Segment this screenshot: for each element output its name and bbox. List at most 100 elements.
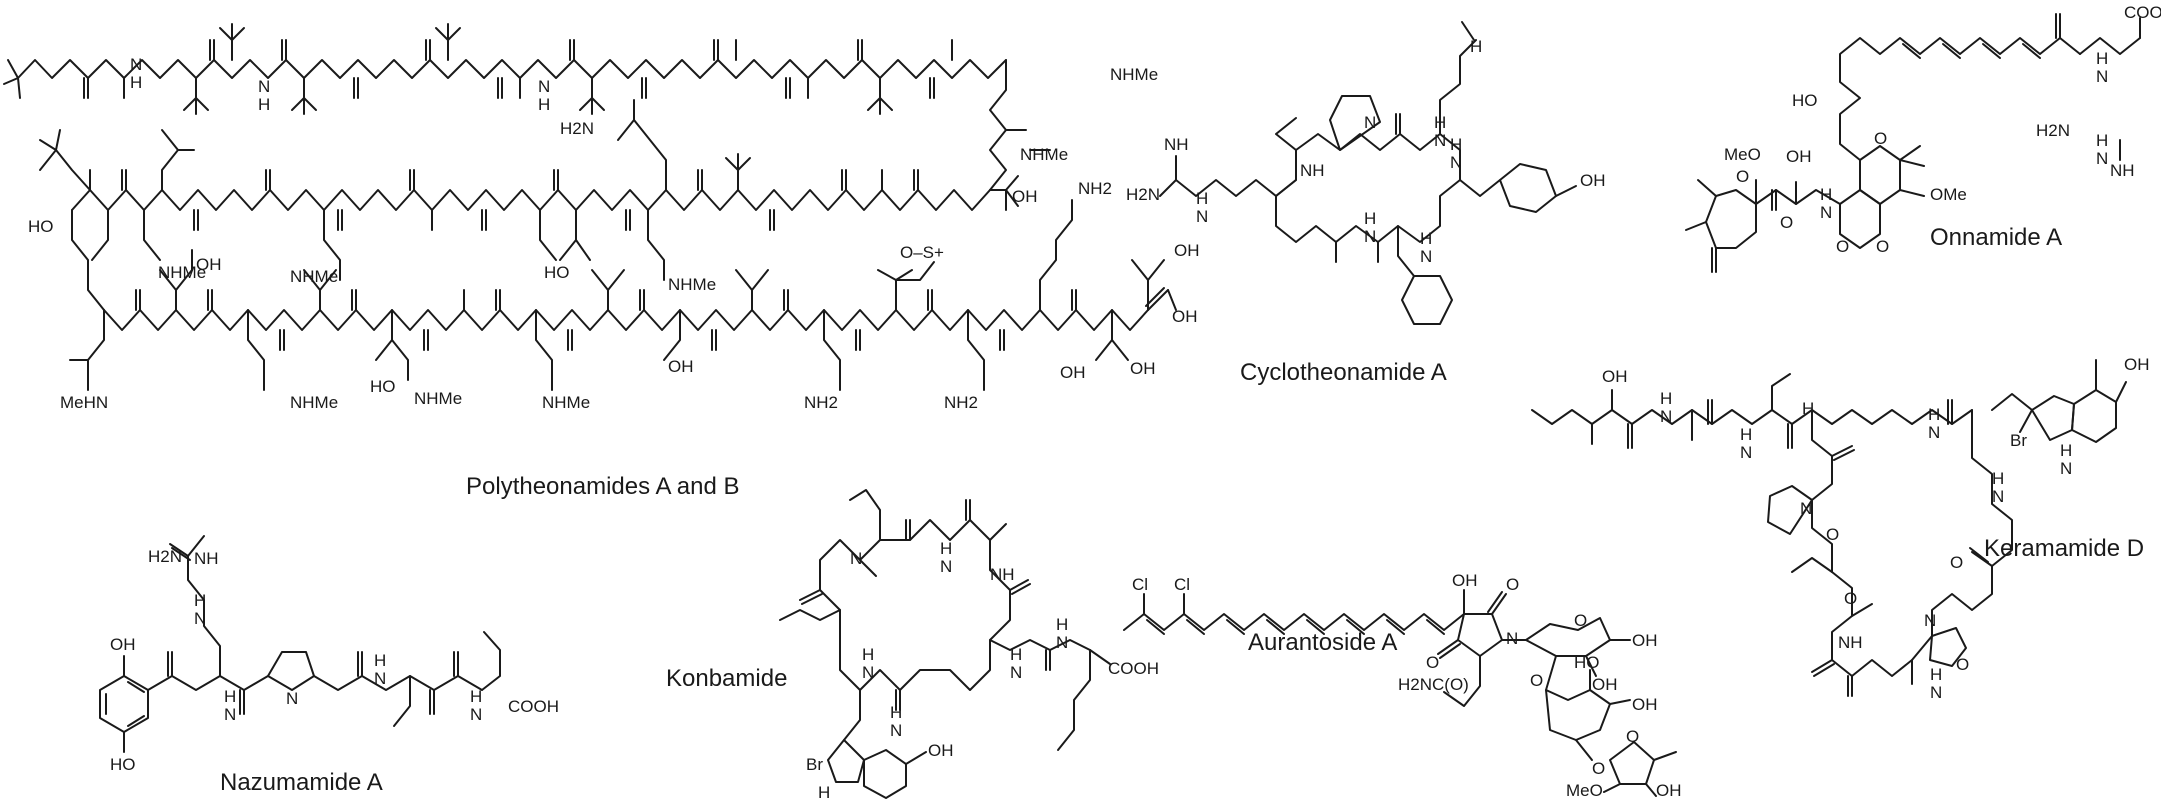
atom-label: HO: [1574, 653, 1600, 672]
atom-label: O: [1574, 611, 1587, 630]
atom-label: NH: [1300, 161, 1325, 180]
atom-label: Cl: [1132, 575, 1148, 594]
atom-label: O: [1530, 671, 1543, 690]
atom-label: NH2: [1078, 179, 1112, 198]
atom-label: HO: [370, 377, 396, 396]
atom-label: H2N: [560, 119, 594, 138]
atom-label: MeO: [1566, 781, 1603, 799]
atom-label: OH: [1174, 241, 1200, 260]
atom-label: O: [1836, 237, 1849, 256]
atom-label: OH: [1632, 695, 1658, 714]
atom-label: OH: [1656, 781, 1682, 799]
polytheonamide-structure: NH NH NH NHMe NHMe OH H2N HO NHMe OH NHM…: [3, 23, 1200, 500]
atom-label: NH: [2110, 161, 2135, 180]
compound-name-nazumamide: Nazumamide A: [220, 769, 383, 796]
atom-label: OH: [1130, 359, 1156, 378]
atom-label: OH: [928, 741, 954, 760]
compound-name-onnamide: Onnamide A: [1930, 224, 2062, 251]
atom-label: OH: [1060, 363, 1086, 382]
atom-label: OH: [110, 635, 136, 654]
atom-label: NHMe: [290, 267, 338, 286]
atom-label: H: [1470, 37, 1482, 56]
atom-label: NHMe: [1020, 145, 1068, 164]
konbamide-macrocycle: [819, 519, 1011, 691]
atom-label: O: [1626, 727, 1639, 746]
atom-label: H2NC(O): [1398, 675, 1469, 694]
atom-label: H: [1802, 399, 1814, 418]
atom-label: OH: [1172, 307, 1198, 326]
atom-label: NH: [1164, 135, 1189, 154]
atom-label: NHMe: [542, 393, 590, 412]
onnamide-structure: COOH HN HO H2N HN NH MeO OH O O HN O OMe…: [1685, 3, 2161, 273]
compound-name-aurantoside: Aurantoside A: [1248, 629, 1397, 656]
polytheonamide-tbutyl-groups: [3, 23, 893, 115]
atom-label: NH: [1838, 633, 1863, 652]
konbamide-labels: N HN NH HN HN HN HN COOH Br HN OH: [806, 539, 1159, 799]
polytheonamide-backbone-row2: [71, 189, 991, 211]
atom-label: OH: [1592, 675, 1618, 694]
atom-label: NH2: [944, 393, 978, 412]
atom-label: OH: [1632, 631, 1658, 650]
atom-label: O: [1592, 759, 1605, 778]
atom-label: O: [1506, 575, 1519, 594]
polytheonamide-backbone-row1: [17, 59, 1007, 79]
polytheonamide-sidechains-row2: [39, 99, 1019, 281]
atom-label: COOH: [508, 697, 559, 716]
atom-label: N: [286, 689, 298, 708]
atom-label: COOH: [1108, 659, 1159, 678]
polytheonamide-methyls-row1: [519, 39, 953, 99]
atom-label: OH: [1012, 187, 1038, 206]
atom-label: OH: [1452, 571, 1478, 590]
atom-label: COOH: [2124, 3, 2161, 22]
atom-label: H2N: [148, 547, 182, 566]
polytheonamide-sidechains-row3: [69, 199, 1177, 391]
atom-label: O: [1874, 129, 1887, 148]
atom-label: OH: [2124, 355, 2150, 374]
atom-label: OH: [196, 255, 222, 274]
atom-label: O: [1844, 589, 1857, 608]
atom-label: HO: [544, 263, 570, 282]
aurantoside-structure: Cl Cl OH O N O H2NC(O) O OH OH HO OH O O…: [1123, 571, 1682, 799]
atom-label: NH: [194, 549, 219, 568]
atom-label: N: [1800, 499, 1812, 518]
atom-label: NH2: [804, 393, 838, 412]
atom-label: HN: [818, 783, 830, 799]
atom-label: OH: [1580, 171, 1606, 190]
atom-label: MeHN: [60, 393, 108, 412]
atom-label: OH: [1786, 147, 1812, 166]
atom-label: Cl: [1174, 575, 1190, 594]
atom-label: NHMe: [1110, 65, 1158, 84]
aurantoside-labels: Cl Cl OH O N O H2NC(O) O OH OH HO OH O O…: [1132, 571, 1682, 799]
atom-label: O: [1956, 655, 1969, 674]
atom-label: O: [1780, 213, 1793, 232]
atom-label: HO: [110, 755, 136, 774]
atom-label: OH: [668, 357, 694, 376]
onnamide-labels: COOH HN HO H2N HN NH MeO OH O O HN O OMe…: [1724, 3, 2161, 256]
